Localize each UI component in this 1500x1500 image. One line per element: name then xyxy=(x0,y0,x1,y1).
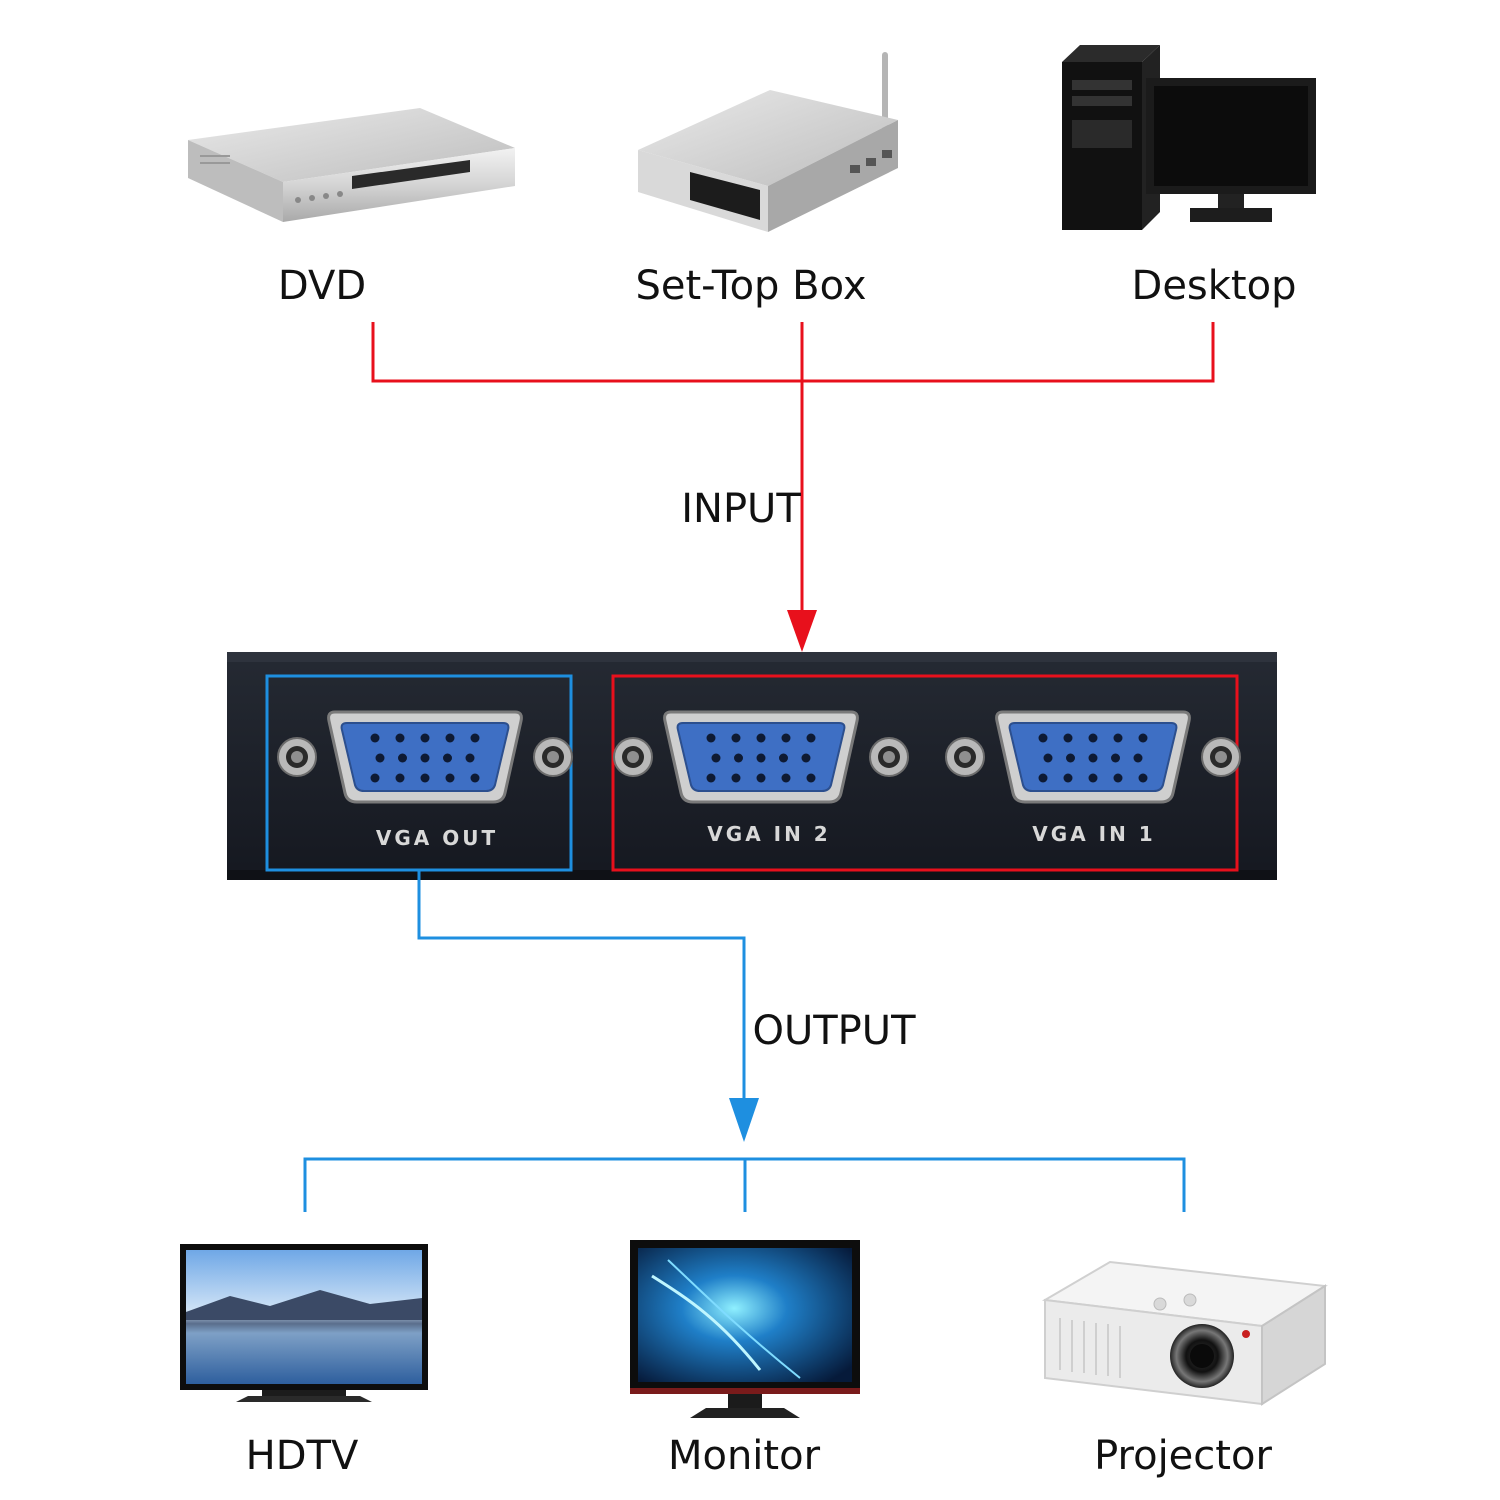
pin-hole xyxy=(801,753,811,763)
pin-hole xyxy=(395,733,405,743)
device-label-monitor: Monitor xyxy=(668,1433,821,1479)
pin-hole xyxy=(1113,773,1123,783)
mounting-screw-icon xyxy=(277,737,317,777)
device-label-dvd: DVD xyxy=(278,263,366,309)
mounting-screw-icon xyxy=(613,737,653,777)
port-label-vga-in-1: VGA IN 1 xyxy=(1032,822,1155,846)
vga-out-port[interactable] xyxy=(277,710,573,804)
pin-hole xyxy=(781,773,791,783)
pin-hole xyxy=(1063,773,1073,783)
monitor-icon xyxy=(630,1240,860,1418)
pin-hole xyxy=(1111,753,1120,763)
pin-hole xyxy=(420,733,430,743)
mounting-screw-icon xyxy=(945,737,985,777)
pin-hole xyxy=(445,733,455,743)
pin-hole xyxy=(731,733,741,743)
pin-hole xyxy=(370,773,380,783)
input-arrow-head xyxy=(787,610,817,652)
pin-hole xyxy=(465,753,475,763)
pin-hole xyxy=(1113,733,1123,743)
pin-hole xyxy=(706,733,716,743)
pin-hole xyxy=(470,773,480,783)
pin-hole xyxy=(806,773,816,783)
pin-hole xyxy=(445,773,455,783)
pin-hole xyxy=(1133,753,1143,763)
pin-hole xyxy=(756,753,766,763)
pin-hole xyxy=(420,753,430,763)
desktop-computer-icon xyxy=(1062,45,1316,230)
pin-hole xyxy=(1138,733,1148,743)
device-label-projector: Projector xyxy=(1094,1433,1272,1479)
mounting-screw-icon xyxy=(1201,737,1241,777)
pin-hole xyxy=(756,773,766,783)
pin-hole xyxy=(443,753,452,763)
pin-hole xyxy=(1088,753,1098,763)
input-flow-label: INPUT xyxy=(681,486,801,532)
pin-hole xyxy=(781,733,791,743)
pin-hole xyxy=(1063,733,1073,743)
pin-hole xyxy=(711,753,721,763)
pin-hole xyxy=(395,773,405,783)
pin-hole xyxy=(1066,753,1075,763)
pin-hole xyxy=(1043,753,1053,763)
set-top-box-icon xyxy=(638,52,898,232)
pin-hole xyxy=(1088,773,1098,783)
input-connection-lines xyxy=(371,322,1215,612)
pin-hole xyxy=(706,773,716,783)
pin-hole xyxy=(1038,733,1048,743)
projector-icon xyxy=(1041,1260,1328,1406)
pin-hole xyxy=(470,733,480,743)
pin-hole xyxy=(370,733,380,743)
output-connection-lines xyxy=(303,870,1186,1212)
pin-hole xyxy=(1138,773,1148,783)
vga-in-1-port[interactable] xyxy=(945,710,1241,804)
device-label-set-top-box: Set-Top Box xyxy=(635,263,866,309)
pin-hole xyxy=(1088,733,1098,743)
port-label-vga-in-2: VGA IN 2 xyxy=(707,822,830,846)
pin-hole xyxy=(420,773,430,783)
pin-hole xyxy=(734,753,743,763)
pin-hole xyxy=(1038,773,1048,783)
pin-hole xyxy=(779,753,788,763)
output-flow-label: OUTPUT xyxy=(752,1008,916,1054)
output-arrow-head xyxy=(729,1098,759,1142)
pin-hole xyxy=(756,733,766,743)
mounting-screw-icon xyxy=(869,737,909,777)
pin-hole xyxy=(806,733,816,743)
mounting-screw-icon xyxy=(533,737,573,777)
device-label-hdtv: HDTV xyxy=(246,1433,359,1479)
dvd-player-icon xyxy=(188,108,515,222)
input-port-highlight xyxy=(611,674,1239,872)
hdtv-icon xyxy=(180,1244,428,1402)
pin-hole xyxy=(731,773,741,783)
port-label-vga-out: VGA OUT xyxy=(376,826,498,850)
pin-hole xyxy=(375,753,385,763)
vga-in-2-port[interactable] xyxy=(613,710,909,804)
pin-hole xyxy=(398,753,407,763)
device-label-desktop: Desktop xyxy=(1132,263,1297,309)
